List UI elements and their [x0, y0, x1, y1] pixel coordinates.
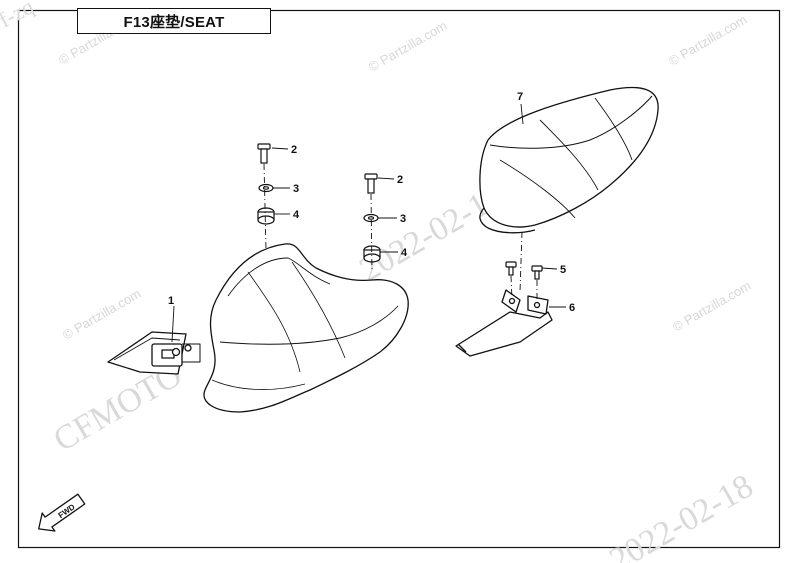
callout-4-upper-left: 4: [293, 209, 300, 221]
callout-3-upper-left: 3: [293, 183, 299, 195]
fastener-washer-3b: [363, 213, 379, 223]
callout-labels: 1 2 3 4 2 3 4 5 6 7: [168, 91, 575, 314]
watermark-partzilla-right: © Partzilla.com: [670, 278, 753, 335]
diagram-title: F13座垫/SEAT: [123, 13, 225, 31]
fastener-bolt-5a: [505, 261, 517, 276]
diagram-frame: [17, 9, 781, 549]
callout-5: 5: [560, 264, 566, 276]
fwd-arrow-icon: FWD: [38, 493, 86, 532]
rear-seat-part-7: [479, 86, 659, 234]
bracket-part-6: [455, 289, 553, 357]
callout-6: 6: [569, 302, 575, 314]
fastener-bolt-2a: [257, 143, 271, 164]
watermark-partzilla-left: © Partzilla.com: [60, 286, 143, 343]
fastener-washer-3a: [258, 183, 274, 193]
callout-2-upper-left: 2: [291, 144, 297, 156]
main-seat-part-1: [107, 243, 409, 413]
diagram-title-box: F13座垫/SEAT: [77, 8, 271, 34]
assembly-lines: [263, 163, 538, 304]
callout-7: 7: [517, 91, 523, 103]
watermark-partzilla-top-right: © Partzilla.com: [366, 18, 449, 75]
fastener-bolt-2b: [364, 173, 378, 194]
leader-lines: [171, 103, 566, 343]
callout-4-middle: 4: [401, 247, 408, 259]
callout-3-middle: 3: [400, 213, 406, 225]
callout-2-middle: 2: [397, 174, 403, 186]
fastener-bolt-5b: [531, 265, 543, 280]
watermark-date-bottom: 2022-02-18: [604, 468, 760, 563]
watermark-partzilla-far-right: © Partzilla.com: [666, 12, 749, 69]
callout-1: 1: [168, 295, 174, 307]
fastener-grommet-4a: [257, 207, 275, 225]
